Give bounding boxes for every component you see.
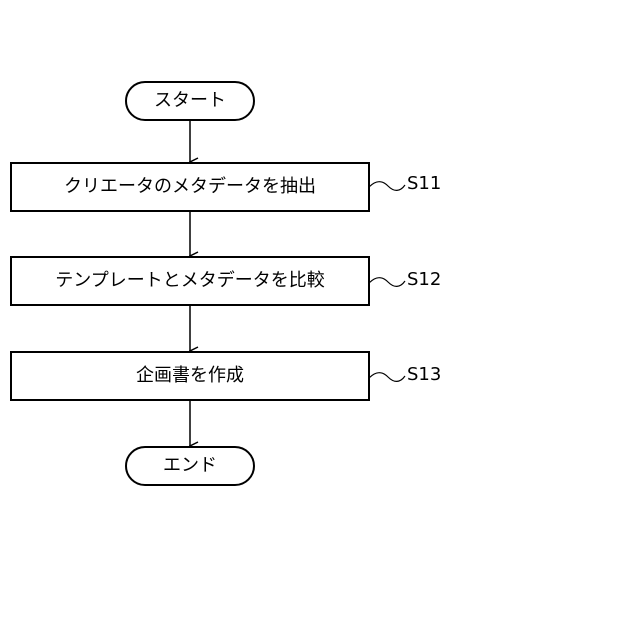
leader-line-s11: [369, 182, 405, 191]
leader-line-s12: [369, 278, 405, 287]
step-s11-id: S11: [407, 175, 441, 193]
step-s11-text: クリエータのメタデータを抽出: [11, 163, 369, 211]
step-s13-id: S13: [407, 366, 441, 384]
leader-line-s13: [369, 373, 405, 382]
end-label: エンド: [126, 447, 254, 485]
step-s13-text: 企画書を作成: [11, 352, 369, 400]
step-s12-text: テンプレートとメタデータを比較: [11, 257, 369, 305]
start-label: スタート: [126, 82, 254, 120]
step-s12-id: S12: [407, 271, 441, 289]
